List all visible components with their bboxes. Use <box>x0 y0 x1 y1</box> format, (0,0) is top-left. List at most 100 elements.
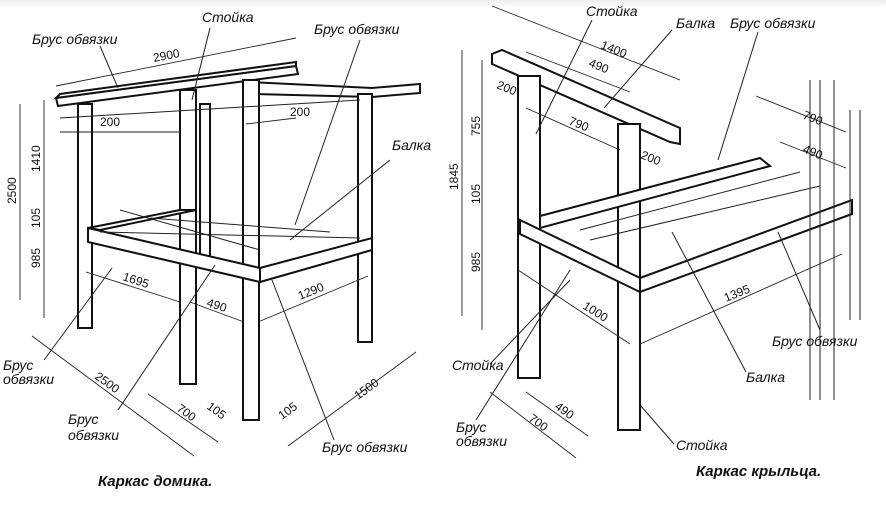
porch-frame-back <box>539 156 773 230</box>
leader-rail-bottom <box>117 264 216 411</box>
label-rail-left-2: обвязки <box>456 433 507 449</box>
dim-base-490: 490 <box>552 399 577 422</box>
leader-top-rail-right <box>294 39 361 226</box>
dim-line-790 <box>525 107 621 151</box>
porch-beam-line <box>579 171 801 231</box>
floor-beam-3 <box>119 209 261 251</box>
dim-total-height: 2500 <box>5 177 19 204</box>
dim-line-1400 <box>491 5 681 81</box>
leader-beam-bottom <box>671 231 747 373</box>
dim-line-490 <box>525 51 631 93</box>
leader-rail-right <box>777 231 821 331</box>
leader-post <box>191 27 211 101</box>
top-rail-end <box>53 60 297 100</box>
label-post-bottom: Стойка <box>676 437 728 453</box>
post-front-left <box>77 103 93 329</box>
dim-upper-height: 755 <box>469 116 483 136</box>
label-beam-top: Балка <box>676 15 715 31</box>
label-rail-top: Брус обвязки <box>730 15 816 31</box>
top-rail-right-beam <box>248 80 421 99</box>
leader-beam-top <box>603 29 673 109</box>
label-post: Стойка <box>202 9 254 25</box>
leader-top-rail <box>99 45 119 89</box>
label-rail-left-1: Брус <box>3 357 33 373</box>
post-back <box>199 103 211 265</box>
porch-top-beam <box>491 48 681 146</box>
dim-span-790: 790 <box>567 114 591 135</box>
dim-line-490-right <box>779 141 847 169</box>
dim-overhang-right: 200 <box>639 148 663 169</box>
leader-rail-left <box>43 267 113 361</box>
label-rail-bottom-right: Брус обвязки <box>322 439 408 455</box>
porch-frame-drawing: Стойка Балка Брус обвязки Брус обвязки Б… <box>440 0 886 509</box>
dim-overhang-right: 200 <box>290 105 310 119</box>
dim-line-1290 <box>257 275 369 323</box>
caption-porch-frame: Каркас крыльца. <box>696 463 821 480</box>
dim-total-height: 1845 <box>447 163 461 190</box>
label-beam: Балка <box>392 137 431 153</box>
dim-right-790: 790 <box>801 108 825 129</box>
dim-top-length: 2900 <box>152 46 181 65</box>
dim-beam-thickness: 105 <box>29 208 43 228</box>
dim-line-490 <box>189 301 245 323</box>
porch-frame-right <box>639 198 853 294</box>
dim-line-top <box>55 37 297 87</box>
dim-line-1000 <box>517 269 631 345</box>
dim-top-length: 1400 <box>599 38 629 61</box>
dim-line-2500-base <box>31 335 195 457</box>
house-frame-drawing: Брус обвязки Стойка Брус обвязки Балка Б… <box>0 0 440 509</box>
label-beam-bottom: Балка <box>746 369 785 385</box>
dim-offset-700: 700 <box>174 401 199 424</box>
label-post-left: Стойка <box>452 357 504 373</box>
label-rail-bottom-2: обвязки <box>68 427 119 443</box>
dim-line-200-right <box>245 117 297 125</box>
post-right <box>357 93 373 343</box>
label-rail-left-1: Брус <box>456 419 486 435</box>
dim-base-width: 1500 <box>352 375 382 402</box>
dim-post-2: 105 <box>276 399 301 422</box>
floor-rail-right <box>259 236 373 284</box>
leader-rail-bottom-right <box>271 279 335 441</box>
label-rail-right: Брус обвязки <box>772 333 858 349</box>
leader-post-top <box>535 19 593 135</box>
leader-rail-left <box>475 269 571 421</box>
dim-base-700: 700 <box>526 411 551 434</box>
label-post-top: Стойка <box>586 3 638 19</box>
dim-inner-490: 490 <box>587 56 611 77</box>
dim-line-700 <box>147 393 219 443</box>
house-frame-svg: Брус обвязки Стойка Брус обвязки Балка Б… <box>3 9 431 490</box>
dim-line-1395 <box>639 253 843 345</box>
dim-lower-height: 985 <box>29 248 43 268</box>
dim-upper-height: 1410 <box>29 145 43 172</box>
post-mid <box>179 89 197 385</box>
label-rail-bottom-1: Брус <box>68 411 98 427</box>
leader-rail-top <box>717 31 759 161</box>
floor-beam-2 <box>149 217 331 233</box>
dim-line-790-right <box>755 95 847 133</box>
label-top-rail-right: Брус обвязки <box>314 21 400 37</box>
dim-span-2: 490 <box>205 296 229 316</box>
dim-post-1: 105 <box>204 399 229 422</box>
dim-beam-thickness: 105 <box>469 184 483 204</box>
post-front <box>242 79 260 421</box>
porch-frame-svg: Стойка Балка Брус обвязки Брус обвязки Б… <box>447 3 861 480</box>
leader-post-left <box>489 279 571 365</box>
dim-overhang-left: 200 <box>495 78 519 99</box>
floor-rail-front <box>87 226 261 284</box>
caption-house-frame: Каркас домика. <box>98 473 212 490</box>
dim-line-1500 <box>287 351 417 447</box>
label-rail-left-2: обвязки <box>3 371 54 387</box>
dim-line-700 <box>489 391 577 459</box>
leader-beam <box>289 159 391 241</box>
top-shading <box>0 0 886 8</box>
dim-lower-height: 985 <box>469 252 483 272</box>
top-frame-back <box>59 99 361 119</box>
dim-length: 1395 <box>722 282 752 305</box>
dim-line-490-base <box>525 391 589 437</box>
dim-line-1695 <box>85 271 181 303</box>
dim-overhang-left: 200 <box>100 115 120 129</box>
porch-beam-line-2 <box>589 185 821 241</box>
label-top-rail: Брус обвязки <box>32 31 118 47</box>
floor-rail-left <box>87 209 197 232</box>
dim-span-3: 1290 <box>296 280 326 303</box>
